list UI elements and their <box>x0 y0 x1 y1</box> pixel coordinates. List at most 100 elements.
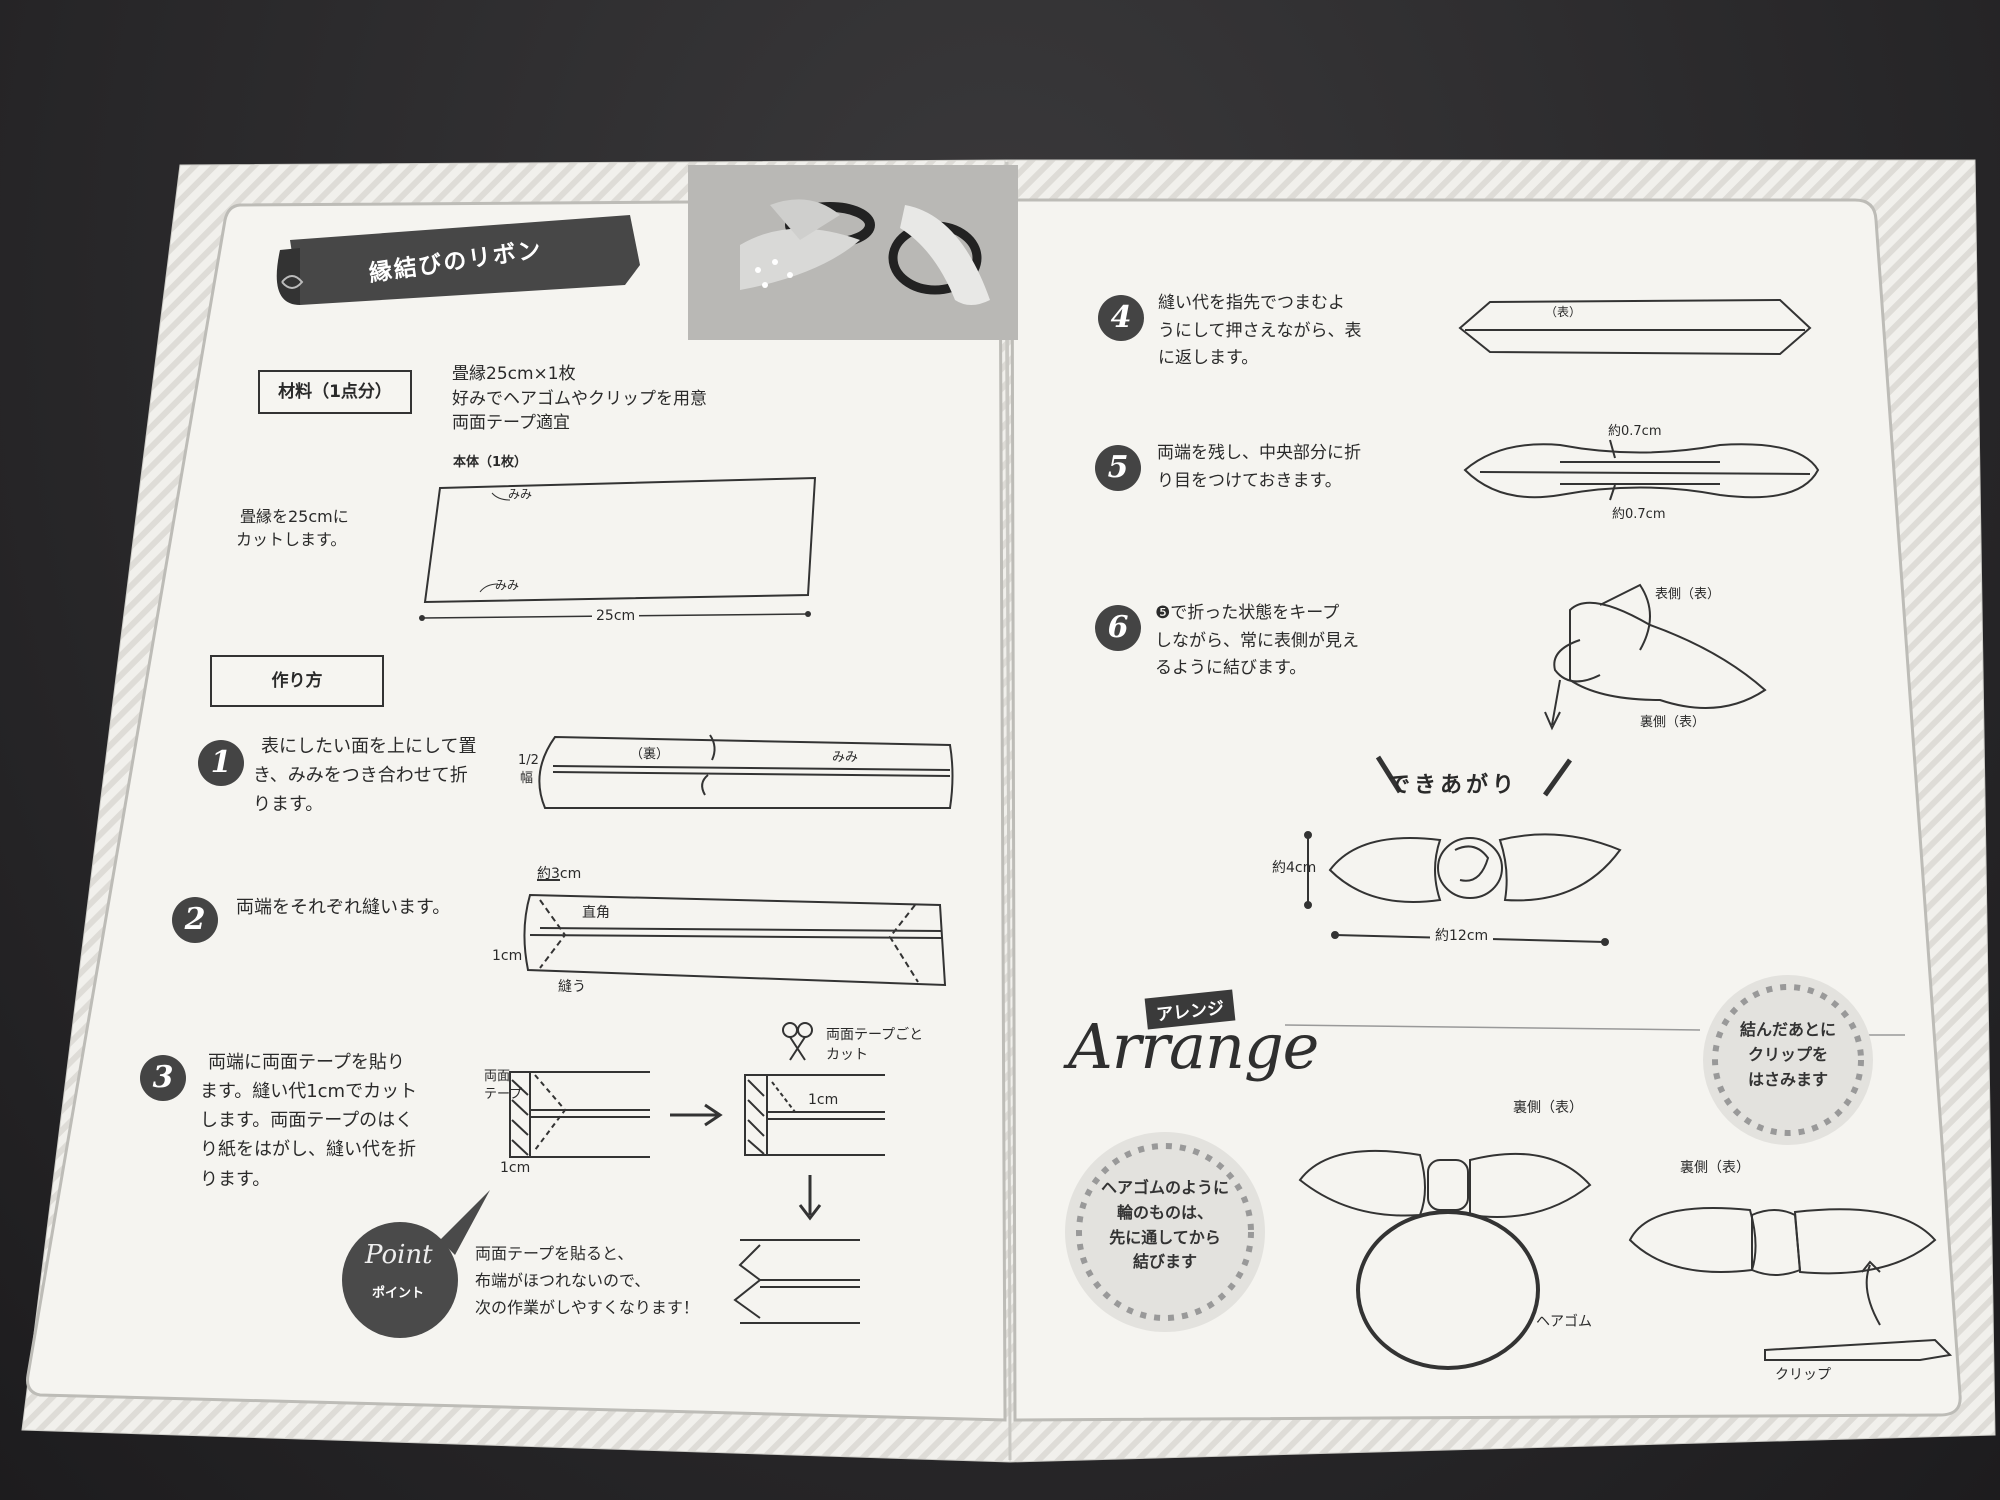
step-line: ます。縫い代1cmでカット <box>200 1081 418 1103</box>
mimi-bottom-label: みみ <box>495 578 520 592</box>
diag1-mimi-label: みみ <box>832 750 859 765</box>
point-line: 布端がほつれないので、 <box>475 1271 651 1291</box>
step3-diagram-b <box>744 1022 885 1221</box>
step5-diagram <box>1463 439 1820 501</box>
body-note: 畳縁を25cmに カットします。 <box>236 505 349 551</box>
arrange-label-hairtie: ヘアゴム <box>1536 1314 1592 1330</box>
badge-hairtie <box>1065 1132 1265 1332</box>
step5-text: 両端を残し、中央部分に折 り目をつけておきます。 <box>1157 440 1361 495</box>
badge-line: クリップを <box>1747 1044 1828 1064</box>
badge-line: はさみます <box>1747 1069 1828 1089</box>
diag1-half-label: 1/2 <box>518 753 539 768</box>
diag3-cut-line: 両面テープごと <box>826 1027 924 1043</box>
step-line: ります。 <box>200 1168 271 1190</box>
step-line: 両端を残し、中央部分に折 <box>1157 443 1361 463</box>
badge-clip-text: 結んだあとに クリップを はさみます <box>1710 1018 1866 1092</box>
arrange-label-clip: クリップ <box>1775 1367 1831 1383</box>
step-line: 表にしたい面を上にして置 <box>261 736 477 757</box>
badge-clip <box>1703 975 1873 1145</box>
step-line: 両端をそれぞれ縫います。 <box>236 897 451 918</box>
step-line: るように結びます。 <box>1155 658 1307 679</box>
point-bubble <box>342 1190 490 1338</box>
body-note-line: カットします。 <box>236 530 347 550</box>
arrange-label-ura-b: 裏側（表） <box>1680 1160 1750 1176</box>
finished-title: できあがり <box>1388 773 1519 798</box>
badge-line: 結んだあとに <box>1739 1020 1836 1039</box>
diag6-omote-side: 表側（表） <box>1655 587 1721 602</box>
step2-text: 両端をそれぞれ縫います。 <box>236 895 450 921</box>
step-line: り目をつけておきます。 <box>1157 470 1342 491</box>
point-line: 次の作業がしやすくなります！ <box>475 1298 699 1318</box>
diag5-top: 約0.7cm <box>1608 424 1662 439</box>
step4-diagram <box>1458 298 1812 356</box>
diag5-bottom: 約0.7cm <box>1612 507 1666 522</box>
step-line: に返します。 <box>1158 348 1259 369</box>
badge-line: 結びます <box>1132 1252 1197 1272</box>
step2-diagram <box>523 879 947 987</box>
materials-label: 材料（1点分） <box>258 370 412 414</box>
step-line: 縫い代を指先でつまむよ <box>1158 293 1345 313</box>
diag3-cut-line: カット <box>826 1047 868 1064</box>
point-note: 両面テープを貼ると、 布端がほつれないので、 次の作業がしやすくなります！ <box>475 1240 699 1322</box>
arrange-script: Arrange <box>1068 1010 1319 1083</box>
body-note-line: 畳縁を25cmに <box>240 507 349 526</box>
badge-line: 輪のものは、 <box>1116 1202 1213 1222</box>
finished-width: 約12cm <box>1430 926 1494 947</box>
diag3-one-cm-b: 1cm <box>808 1092 839 1108</box>
panel-left <box>26 198 1007 1422</box>
step-line: ❺で折った状態をキープ <box>1155 603 1340 623</box>
step6-text: ❺で折った状態をキープ しながら、常に表側が見え るように結びます。 <box>1155 600 1359 683</box>
diag3-cut-label: 両面テープごと カット <box>826 1025 923 1066</box>
step3-diagram-c <box>733 1239 860 1324</box>
step1-diagram <box>538 734 954 809</box>
diag2-one-cm: 1cm <box>492 948 523 964</box>
point-sub: ポイント <box>372 1286 425 1301</box>
step-line: うにして押さえながら、表 <box>1158 320 1362 341</box>
diag1-ura-label: （裏） <box>630 747 670 762</box>
step-number: 6 <box>1095 605 1141 651</box>
diag2-right-angle: 直角 <box>582 905 610 921</box>
point-word: Point <box>365 1240 433 1270</box>
step3-text: 両端に両面テープを貼り ます。縫い代1cmでカット します。両面テープのはく り… <box>200 1048 417 1194</box>
step-line: します。両面テープのはく <box>200 1110 414 1132</box>
arrange-label-ura-a: 裏側（表） <box>1513 1100 1583 1116</box>
badge-line: ヘアゴムのように <box>1100 1178 1229 1197</box>
product-photo <box>688 165 1018 340</box>
title-banner <box>276 215 640 305</box>
body-piece-label: 本体（1枚） <box>453 455 528 470</box>
diag2-approx3: 約3cm <box>537 866 582 882</box>
step-number: 2 <box>172 897 218 943</box>
diag2-sew: 縫う <box>558 979 586 995</box>
hairtie-ribbon-diagram <box>1298 1149 1592 1370</box>
badge-hairtie-text: ヘアゴムのように 輪のものは、 先に通してから 結びます <box>1075 1176 1255 1275</box>
mimi-top-label: みみ <box>508 487 533 501</box>
step-line: き、みみをつき合わせて折 <box>253 764 468 786</box>
step-number: 4 <box>1098 295 1144 341</box>
materials-line: 畳縁25cm×1枚 <box>452 364 576 384</box>
step-number: 1 <box>198 740 244 786</box>
diag3-tape-line: 両面 <box>484 1069 511 1084</box>
materials-line: 好みでヘアゴムやクリップを用意 <box>452 388 707 409</box>
step-line: しながら、常に表側が見え <box>1155 630 1359 651</box>
step-number: 3 <box>140 1055 186 1101</box>
step6-diagram <box>1544 583 1767 731</box>
diag3-tape-label: 両面 テープ <box>484 1068 522 1104</box>
step-line: り紙をはがし、縫い代を折 <box>200 1139 416 1161</box>
finished-height: 約4cm <box>1272 860 1317 876</box>
badge-line: 先に通してから <box>1109 1227 1221 1247</box>
panel-right <box>1010 198 1962 1422</box>
step-line: ります。 <box>253 793 324 815</box>
howto-label: 作り方 <box>210 655 384 707</box>
step1-text: 表にしたい面を上にして置 き、みみをつき合わせて折 ります。 <box>253 733 476 819</box>
step4-text: 縫い代を指先でつまむよ うにして押さえながら、表 に返します。 <box>1158 290 1362 373</box>
diag1-width-label: 幅 <box>520 771 534 786</box>
step3-diagram-a <box>509 1071 723 1158</box>
diag3-one-cm-a: 1cm <box>500 1160 531 1176</box>
diag4-omote: （表） <box>1545 305 1582 319</box>
point-line: 両面テープを貼ると、 <box>475 1244 634 1263</box>
materials-list: 畳縁25cm×1枚 好みでヘアゴムやクリップを用意 両面テープ適宜 <box>452 362 707 436</box>
diag6-ura-side: 裏側（表） <box>1640 715 1706 730</box>
step-line: 両端に両面テープを貼り <box>208 1052 405 1073</box>
